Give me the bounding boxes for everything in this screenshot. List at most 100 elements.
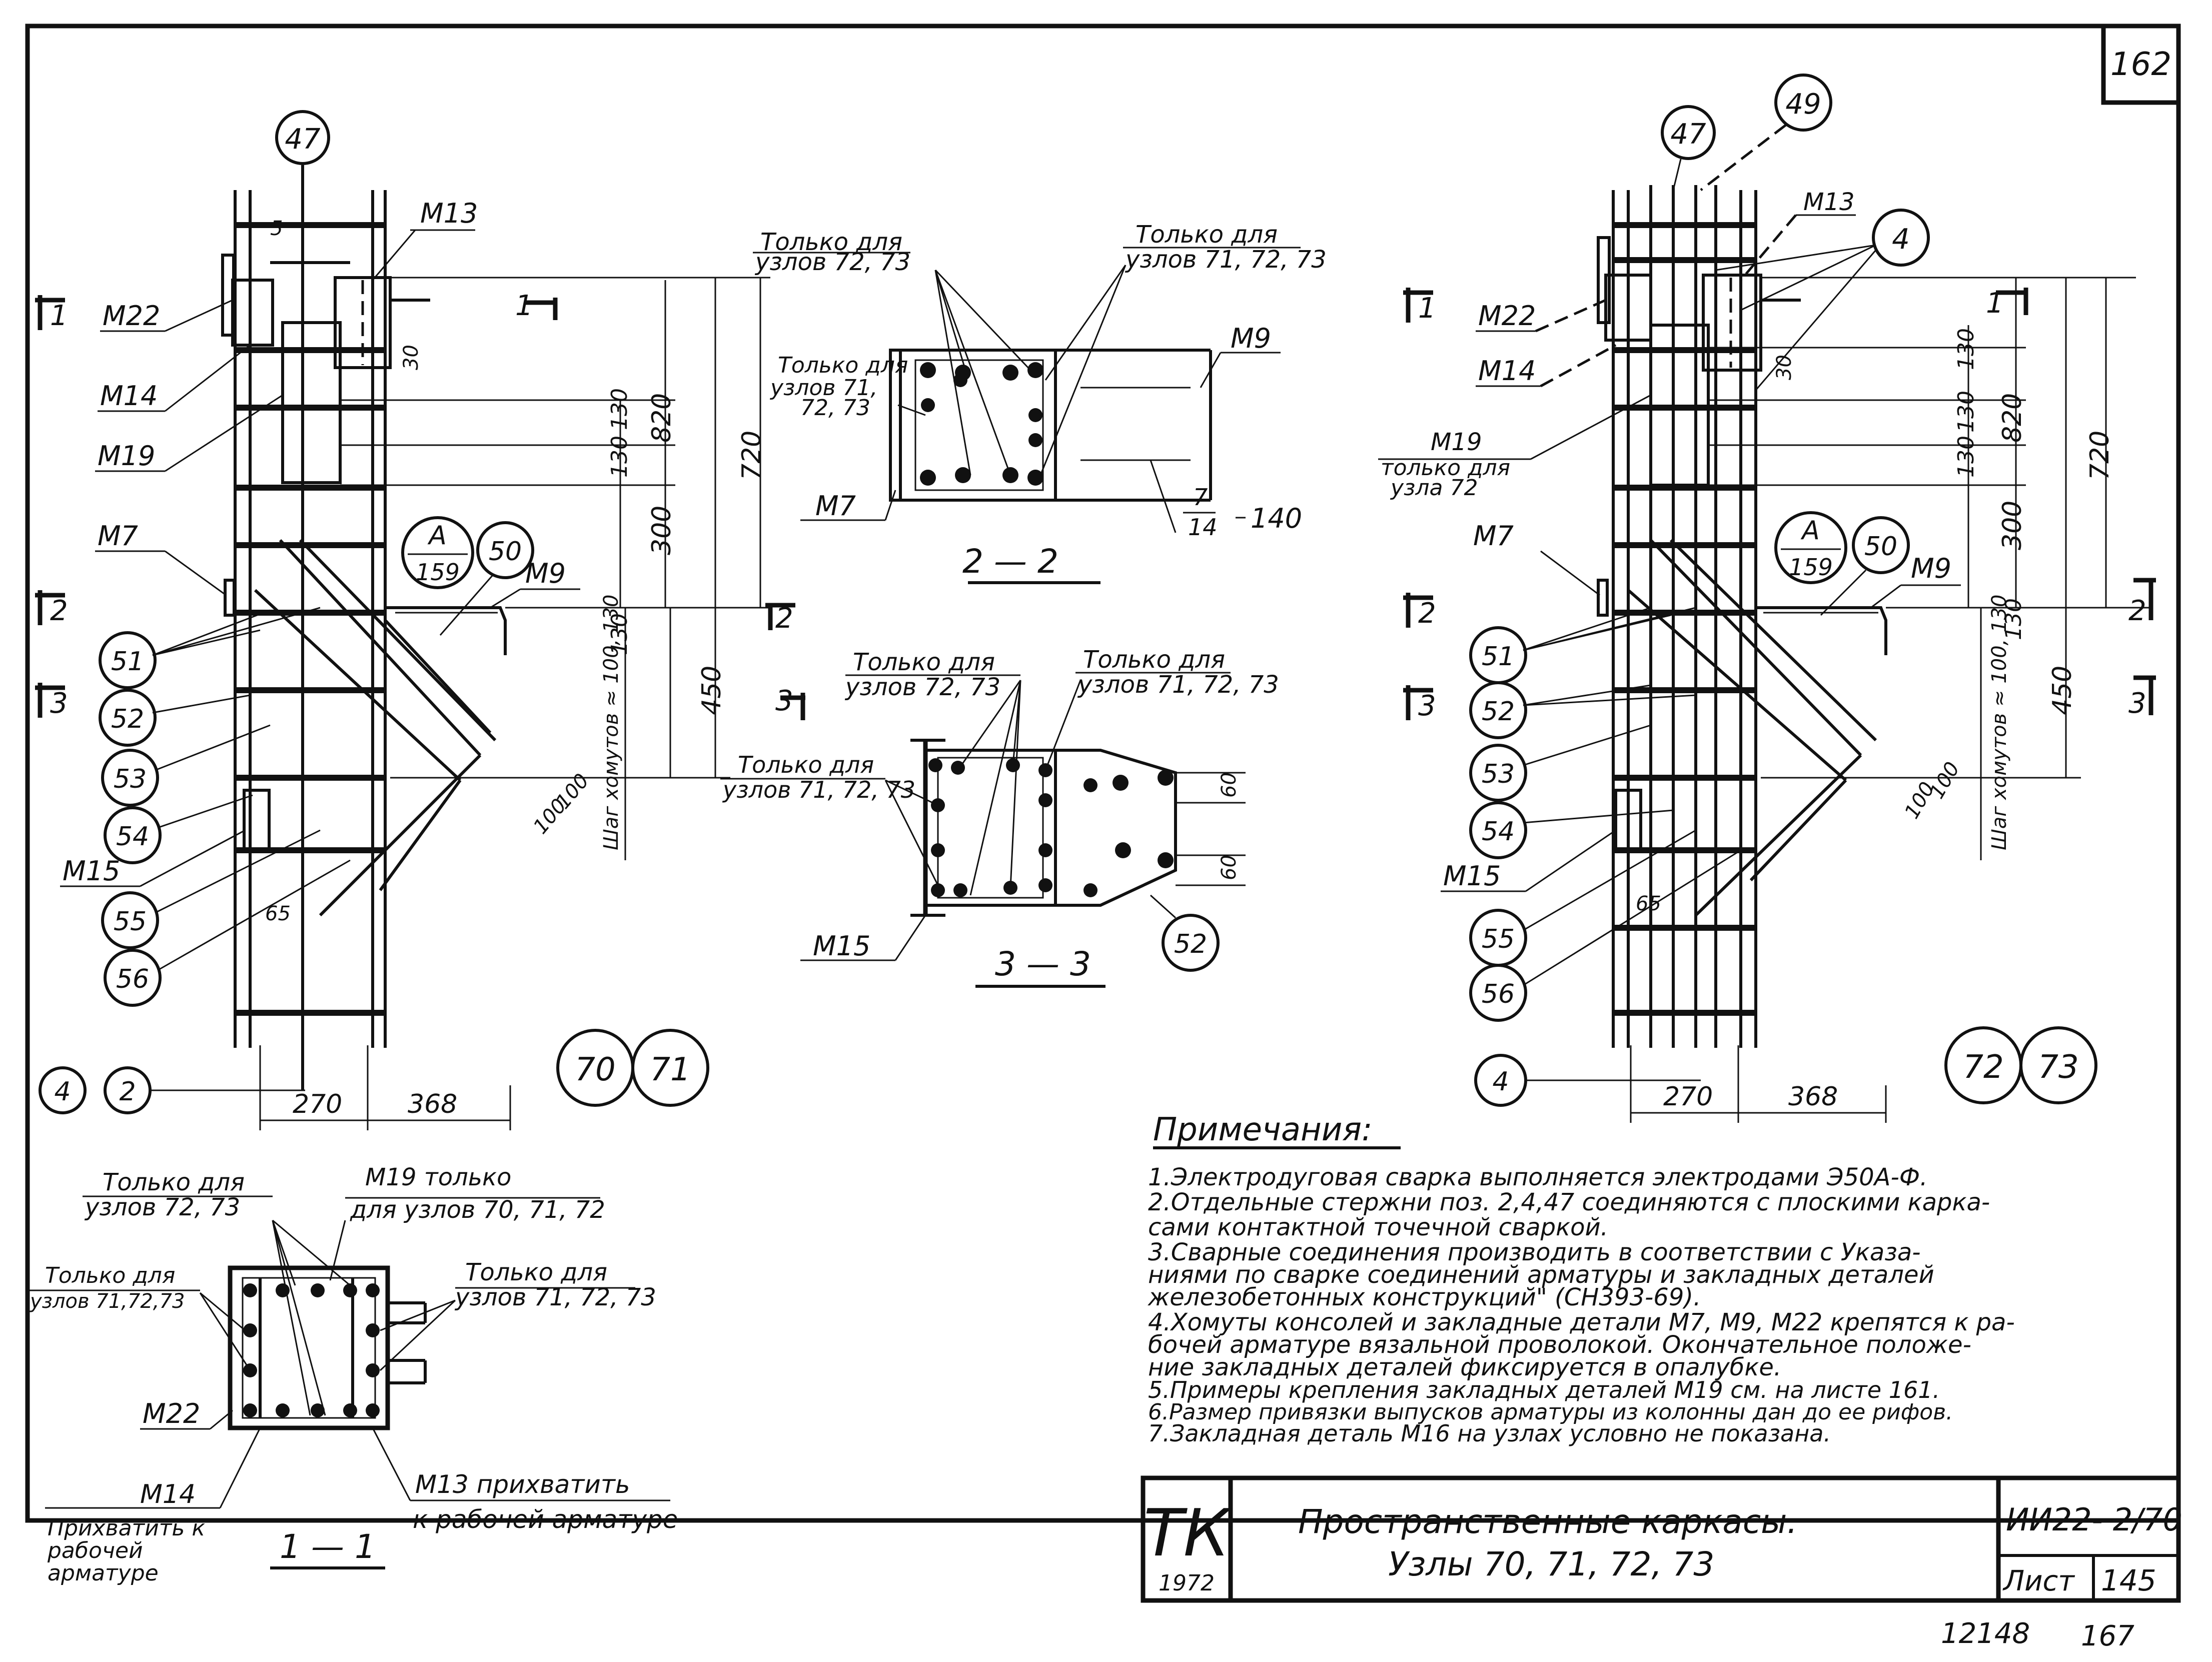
dim-368-left: 368: [408, 1089, 457, 1119]
sheet-label: Лист: [2002, 1565, 2075, 1597]
note-line-5: ниями по сварке соединений арматуры и за…: [1148, 1261, 1934, 1289]
label-m15: М15: [63, 855, 120, 887]
label-m7: М7: [98, 520, 138, 552]
dim-14: 14: [1188, 514, 1218, 541]
bubble-53: [101, 749, 159, 807]
dim-450: 450: [697, 666, 727, 715]
s11-m13-note-2: к рабочей арматуре: [413, 1505, 678, 1534]
dim-65: 65: [265, 902, 291, 925]
dim-820: 820: [647, 393, 677, 443]
stirrup-step-note-right: Шаг хомутов ≈ 100, 130: [1988, 595, 2011, 850]
svg-text:А: А: [1800, 516, 1820, 546]
notes-title: Примечания:: [1153, 1111, 1373, 1148]
dim-368-right: 368: [1788, 1082, 1838, 1112]
note-line-8: бочей арматуре вязальной проволокой. Око…: [1148, 1331, 1971, 1359]
s11-m14-note-3: арматуре: [48, 1560, 159, 1586]
s33-bubble-52: [1162, 914, 1220, 972]
dim-270-left: 270: [293, 1089, 342, 1119]
bubble-52-right: [1469, 681, 1527, 739]
s22-note-mid-2: узлов 71,: [769, 375, 877, 401]
svg-text:52: 52: [1482, 697, 1515, 727]
label-m19: М19: [98, 440, 155, 472]
s11-m14-note-2: рабочей: [47, 1538, 143, 1563]
svg-text:55: 55: [1482, 924, 1515, 954]
svg-text:52: 52: [111, 704, 144, 734]
note-line-3: сами контактной точечной сваркой.: [1148, 1213, 1608, 1241]
svg-text:49: 49: [1785, 88, 1821, 121]
note-line-2: 2.Отдельные стержни поз. 2,4,47 соединяю…: [1148, 1188, 1990, 1216]
section-mark-1-left: 1: [35, 295, 68, 332]
dim-300: 300: [647, 506, 677, 555]
s33-note-right-2: узлов 71, 72, 73: [1077, 671, 1279, 699]
dim-60-b: 60: [1218, 855, 1241, 880]
s33-note-left-2: узлов 72, 73: [844, 673, 1000, 701]
notes-block: Примечания: 1.Электродуговая сварка выпо…: [1148, 1111, 2015, 1447]
svg-text:70: 70: [575, 1051, 615, 1088]
note-line-7: 4.Хомуты консолей и закладные детали М7,…: [1148, 1308, 2015, 1336]
svg-text:3: 3: [2128, 687, 2146, 720]
svg-text:72: 72: [1963, 1049, 2003, 1086]
label-m14: М14: [100, 380, 158, 412]
tk-year: 1972: [1159, 1570, 1215, 1596]
inventory-number: 12148: [1941, 1617, 2030, 1650]
label-m9: М9: [525, 558, 566, 589]
title-line-1: Пространственные каркасы.: [1298, 1502, 1797, 1541]
dim-720: 720: [737, 431, 767, 480]
label-m9-right: М9: [1911, 553, 1951, 584]
dim-300-right: 300: [1997, 501, 2027, 550]
svg-text:50: 50: [489, 537, 522, 567]
s11-m14-note-1: Прихватить к: [48, 1515, 205, 1541]
svg-text:53: 53: [1482, 759, 1515, 789]
svg-text:2: 2: [1418, 597, 1436, 630]
section-mark-2-cut: 2: [765, 602, 795, 635]
note-line-9: ние закладных деталей фиксируется в опал…: [1148, 1353, 1781, 1381]
svg-text:73: 73: [2038, 1049, 2078, 1086]
section-mark-3-left: 3: [35, 683, 68, 720]
dim-60-a: 60: [1218, 772, 1241, 798]
svg-text:71: 71: [650, 1051, 690, 1088]
svg-text:54: 54: [116, 822, 149, 852]
s11-note-left-1: Только для: [103, 1168, 245, 1196]
svg-text:3: 3: [50, 687, 68, 720]
note-line-4: 3.Сварные соединения производить в соотв…: [1148, 1238, 1921, 1266]
svg-text:2: 2: [2128, 595, 2146, 627]
s22-label-m7: М7: [815, 490, 856, 522]
note-line-6: железобетонных конструкций" (СН393-69).: [1148, 1283, 1701, 1311]
svg-text:1: 1: [1986, 287, 2004, 320]
dim-5: 5: [270, 217, 283, 240]
svg-text:159: 159: [1789, 554, 1833, 581]
bubble-4-top: [1872, 209, 1930, 267]
section-mark-3-right-l: 3: [1403, 685, 1436, 722]
svg-text:2: 2: [775, 602, 793, 635]
bubble-52: [99, 689, 157, 747]
section-mark-1-cut: 1: [515, 290, 558, 322]
label-m22-right: М22: [1478, 300, 1536, 332]
s22-note-right-2: узлов 71, 72, 73: [1125, 246, 1327, 274]
note-line-1: 1.Электродуговая сварка выполняется элек…: [1148, 1163, 1927, 1191]
s22-note-left-1: Только для: [760, 228, 902, 256]
section-3-3: Только для узлов 72, 73 Только для узлов…: [720, 646, 1279, 988]
svg-text:159: 159: [416, 559, 460, 586]
bubble-47: [275, 110, 330, 165]
svg-text:1: 1: [50, 300, 68, 332]
sheet-number-box: 162: [2101, 26, 2178, 105]
svg-text:53: 53: [114, 764, 147, 794]
svg-text:1: 1: [1418, 292, 1436, 325]
dim-720-right: 720: [2085, 431, 2115, 480]
s33-note-mid-2: узлов 71, 72, 73: [722, 776, 915, 803]
section-mark-3-cut: 3: [775, 685, 805, 720]
dim-30-right: 30: [1773, 355, 1796, 380]
svg-text:56: 56: [1482, 979, 1515, 1009]
svg-text:50: 50: [1864, 532, 1897, 562]
svg-text:3: 3: [775, 685, 793, 717]
section-1-1: Только для узлов 72, 73 М19 только для у…: [28, 1163, 678, 1586]
svg-text:2: 2: [50, 595, 68, 627]
bubble-56-right: [1469, 964, 1527, 1022]
dim-130-r4: 130: [2001, 598, 2026, 640]
s11-note-side-right-1: Только для: [465, 1258, 607, 1286]
label-m19-node72-sub2: узла 72: [1390, 475, 1478, 501]
dim-30: 30: [400, 345, 423, 370]
s33-note-mid-1: Только для: [738, 751, 874, 778]
sheet-number: 162: [2110, 46, 2171, 83]
note-line-10: 5.Примеры крепления закладных деталей М1…: [1148, 1376, 1940, 1403]
